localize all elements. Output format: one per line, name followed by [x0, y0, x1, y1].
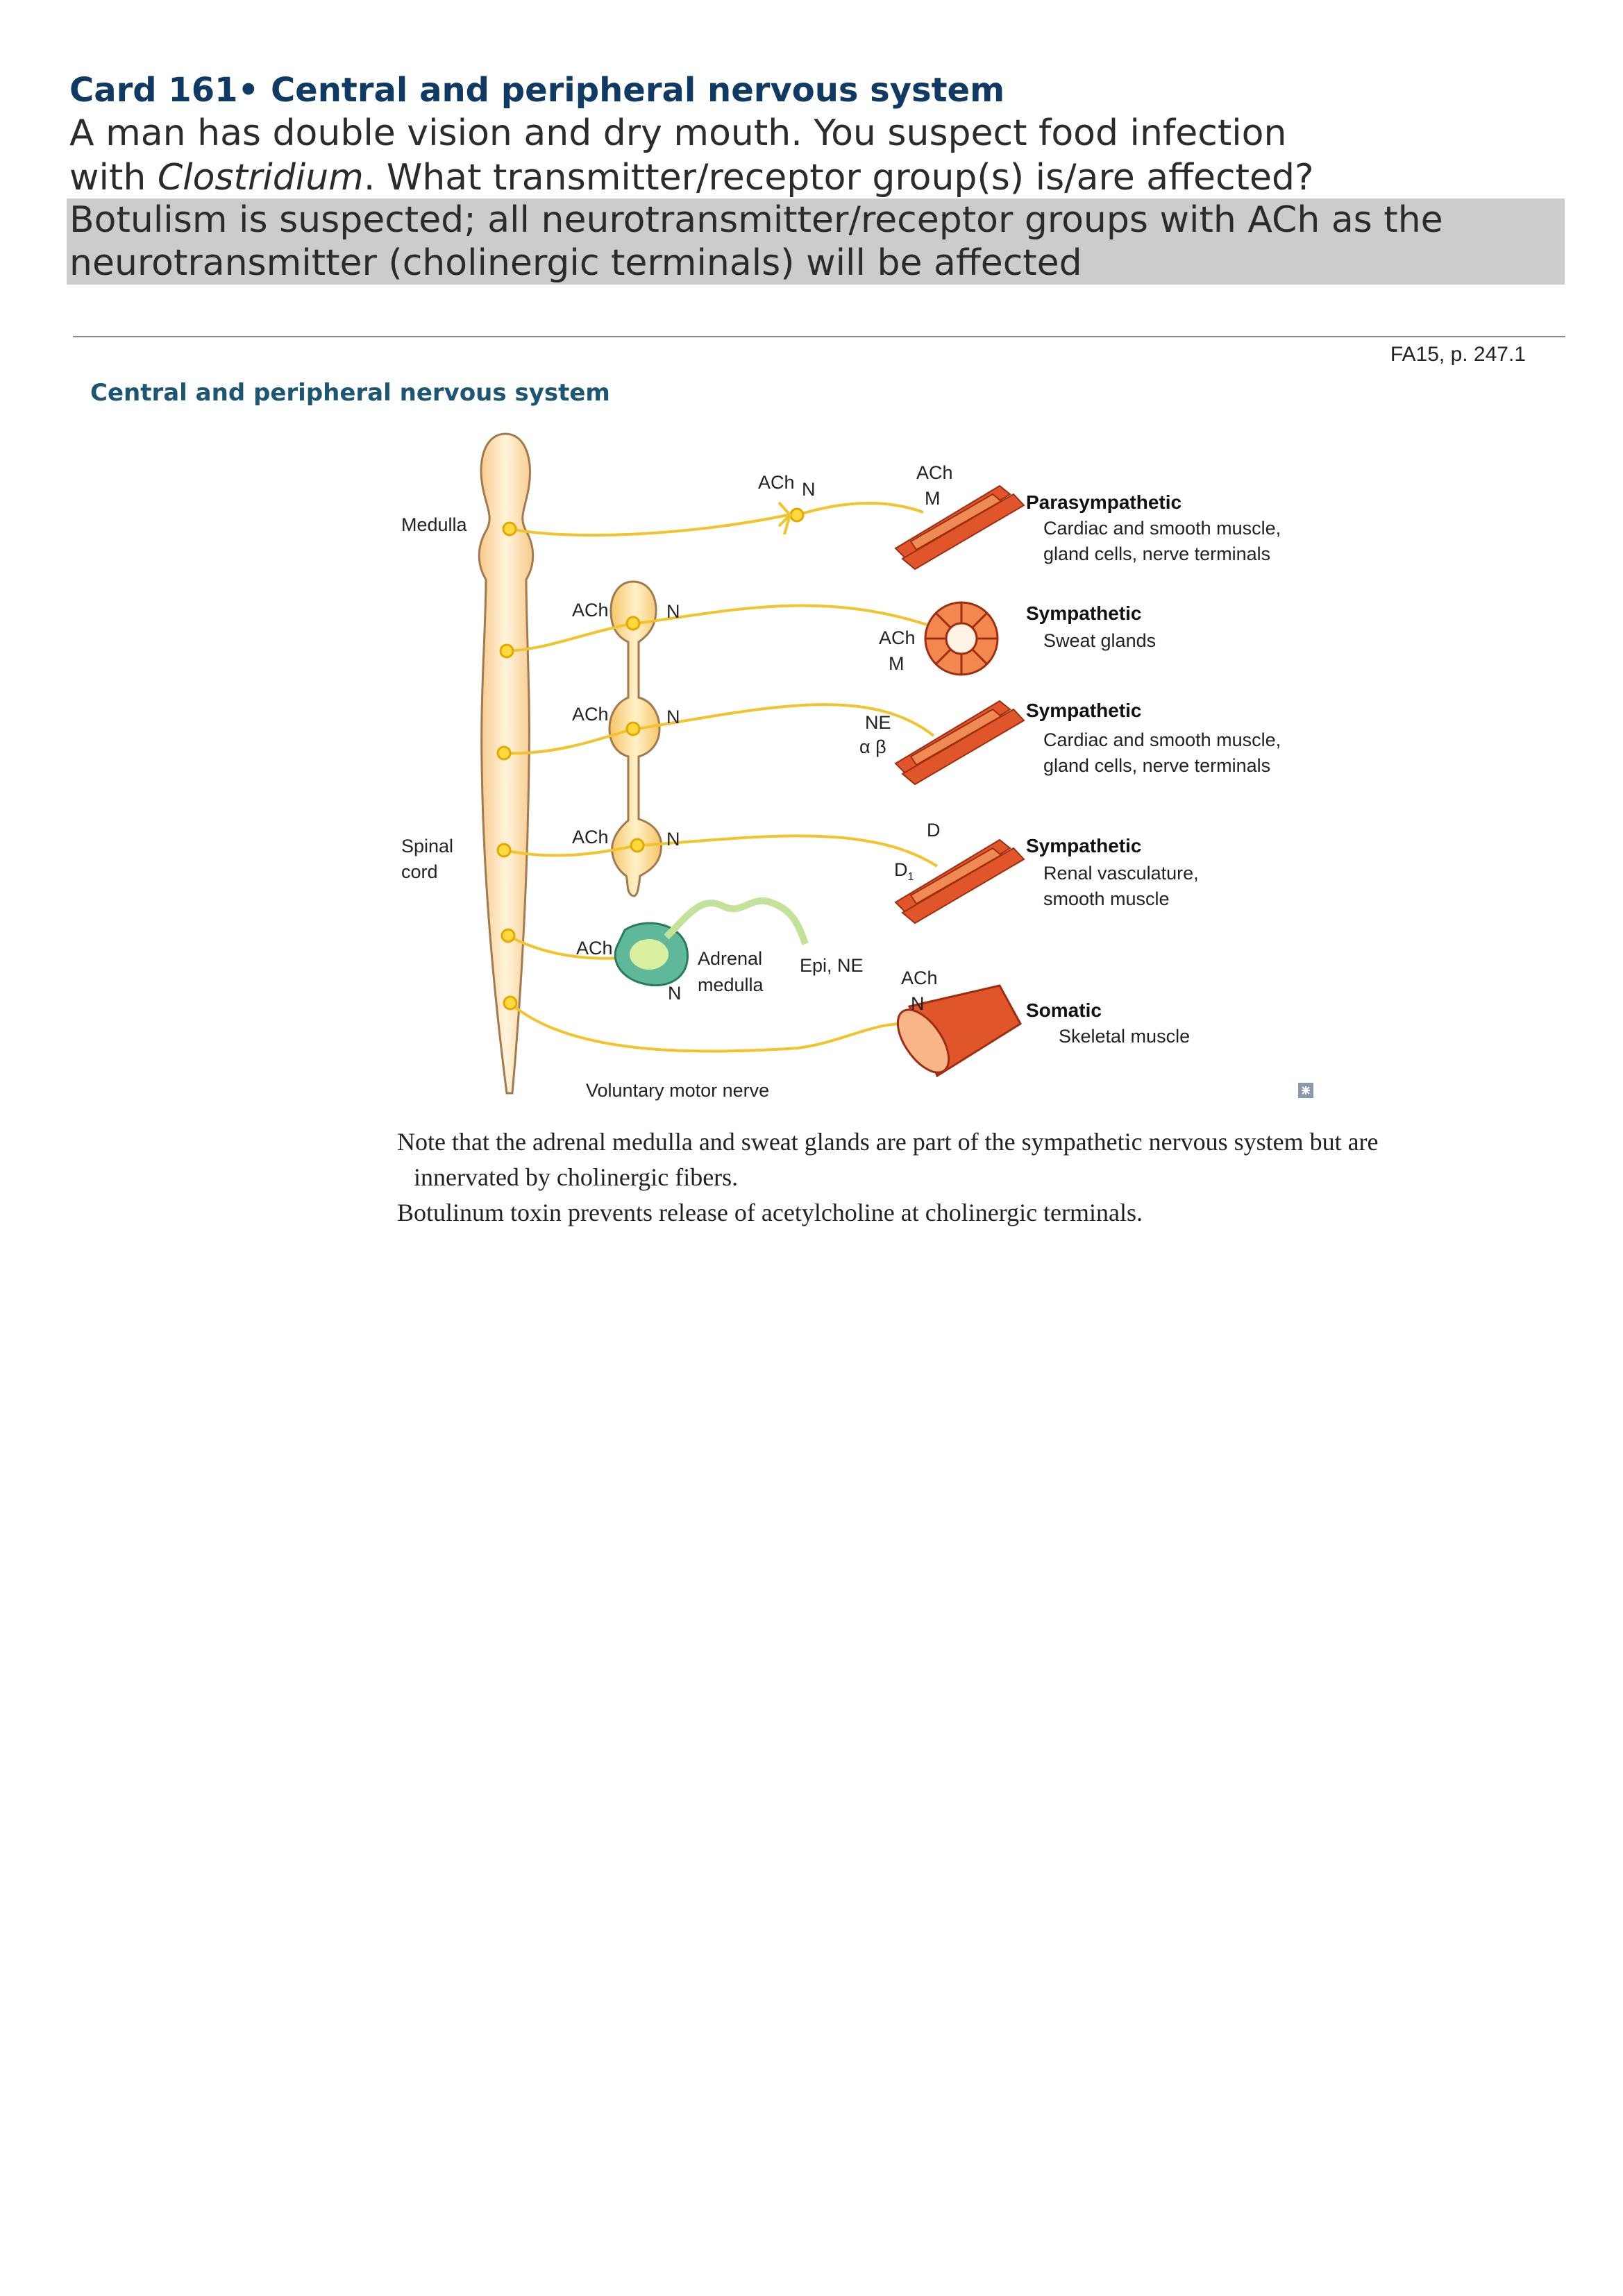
nervous-system-diagram: Medulla Spinal cord Voluntary motor nerv… [401, 432, 1313, 1101]
answer-box: Botulism is suspected; all neurotransmit… [67, 199, 1565, 285]
parasympathetic-post-fiber [796, 502, 924, 516]
label-ne: NE [865, 712, 891, 733]
target-somatic: Somatic Skeletal muscle [1026, 999, 1190, 1047]
target-line-1: Cardiac and smooth muscle, [1043, 729, 1281, 750]
label-n-somatic: N [911, 993, 925, 1014]
target-line-2: smooth muscle [1043, 888, 1170, 909]
parasympathetic-ganglion-dot [789, 507, 805, 523]
label-d: D [927, 820, 941, 841]
ganglion-dot-3 [630, 838, 645, 853]
target-heading: Sympathetic [1026, 835, 1142, 856]
sym-renal-pre-fiber [503, 844, 638, 857]
label-adrenal-2: medulla [698, 974, 764, 995]
somatic-fiber [509, 1002, 917, 1053]
sweat-gland [924, 601, 999, 676]
label-ach-somatic: ACh [901, 968, 938, 988]
label-n-renal: N [666, 829, 680, 850]
sym-cardiac-post-fiber [637, 703, 935, 737]
divider [73, 336, 1565, 337]
cell-body-spinal-3 [496, 843, 512, 858]
skeletal-muscle [896, 984, 1022, 1078]
sym-sweat-post-fiber [637, 604, 927, 626]
label-n-sweat: N [666, 601, 680, 622]
note-line-1: Note that the adrenal medulla and sweat … [397, 1128, 1379, 1156]
target-parasympathetic: Parasympathetic Cardiac and smooth muscl… [1026, 491, 1281, 564]
label-d1-sub: 1 [908, 871, 914, 883]
parasympathetic-fiber [509, 514, 789, 537]
spinal-cord-shape [478, 432, 535, 1095]
target-line-2: gland cells, nerve terminals [1043, 755, 1270, 776]
label-voluntary: Voluntary motor nerve [586, 1080, 769, 1101]
cell-body-medulla [502, 521, 517, 537]
card-title: Card 161• Central and peripheral nervous… [69, 71, 1005, 110]
target-sympathetic-cardiac: Sympathetic Cardiac and smooth muscle, g… [1026, 700, 1281, 776]
label-n-adrenal: N [668, 983, 682, 1004]
answer-line-1: Botulism is suspected; all neurotransmit… [69, 199, 1443, 241]
target-line-1: Renal vasculature, [1043, 863, 1199, 884]
label-adrenal-1: Adrenal [698, 948, 762, 969]
label-medulla: Medulla [401, 514, 468, 535]
note-line-3: Botulinum toxin prevents release of acet… [397, 1199, 1143, 1226]
ganglion-dot-2 [625, 721, 641, 736]
label-spinal-1: Spinal [401, 836, 453, 856]
figure-mark-icon [1298, 1083, 1313, 1098]
label-ach-cardiac-pre: ACh [572, 704, 609, 725]
label-n-cardiac: N [666, 707, 680, 727]
label-m-para: M [925, 488, 941, 509]
cell-body-spinal-1 [499, 643, 514, 659]
target-heading: Parasympathetic [1026, 491, 1181, 513]
adrenal-gland [614, 897, 809, 987]
muscle-bundle-2 [894, 700, 1025, 786]
reference: FA15, p. 247.1 [1390, 343, 1526, 366]
target-sympathetic-sweat: Sympathetic Sweat glands [1026, 602, 1156, 651]
nerve-fibers [503, 502, 939, 1053]
card-header: Card 161• Central and peripheral nervous… [69, 69, 1562, 200]
ganglion-dot-1 [625, 616, 641, 631]
label-spinal-2: cord [401, 861, 438, 882]
question-line-2: with Clostridium. What transmitter/recep… [69, 155, 1562, 200]
sym-sweat-pre-fiber [506, 622, 634, 652]
label-epi-ne: Epi, NE [800, 955, 864, 976]
label-ach-renal-pre: ACh [572, 827, 609, 847]
label-ach-para-pre: ACh [758, 472, 795, 493]
sym-renal-post-fiber [641, 834, 939, 868]
figure-title: Central and peripheral nervous system [90, 379, 610, 407]
target-line-1: Sweat glands [1043, 630, 1156, 651]
label-ach-sweat-post: ACh [879, 627, 916, 648]
label-d1-main: D [894, 859, 908, 880]
question-post: . What transmitter/receptor group(s) is/… [363, 157, 1314, 199]
note-line-2: innervated by cholinergic fibers. [414, 1163, 739, 1191]
parasympathetic-terminal [777, 501, 792, 535]
target-line-2: gland cells, nerve terminals [1043, 543, 1270, 564]
target-heading: Sympathetic [1026, 700, 1142, 721]
muscle-bundle-1 [894, 484, 1025, 571]
label-ach-para-post: ACh [916, 462, 953, 483]
label-ach-sweat-pre: ACh [572, 600, 609, 621]
target-line-1: Skeletal muscle [1059, 1026, 1190, 1047]
question-pre: with [69, 157, 158, 199]
answer-text: Botulism is suspected; all neurotransmit… [69, 199, 1443, 285]
synapse-dots [496, 507, 805, 1011]
label-m-sweat: M [889, 653, 905, 674]
target-sympathetic-renal: Sympathetic Renal vasculature, smooth mu… [1026, 835, 1199, 909]
muscle-bundle-3 [894, 838, 1025, 925]
label-alpha-beta: α β [859, 736, 886, 757]
cell-body-spinal-4 [501, 928, 516, 943]
target-line-1: Cardiac and smooth muscle, [1043, 518, 1281, 539]
target-heading: Sympathetic [1026, 602, 1142, 624]
question-line-1: A man has double vision and dry mouth. Y… [69, 112, 1287, 154]
label-d1: D1 [894, 859, 914, 883]
target-heading: Somatic [1026, 999, 1102, 1021]
label-n-para: N [802, 479, 816, 500]
cell-body-spinal-5 [503, 995, 518, 1011]
sympathetic-chain [608, 580, 663, 897]
answer-line-2: neurotransmitter (cholinergic terminals)… [69, 242, 1082, 284]
question-organism: Clostridium [157, 157, 364, 199]
figure-notes: Note that the adrenal medulla and sweat … [397, 1124, 1508, 1231]
label-ach-adrenal: ACh [576, 938, 613, 959]
sym-cardiac-pre-fiber [503, 727, 634, 755]
cell-body-spinal-2 [496, 745, 512, 761]
